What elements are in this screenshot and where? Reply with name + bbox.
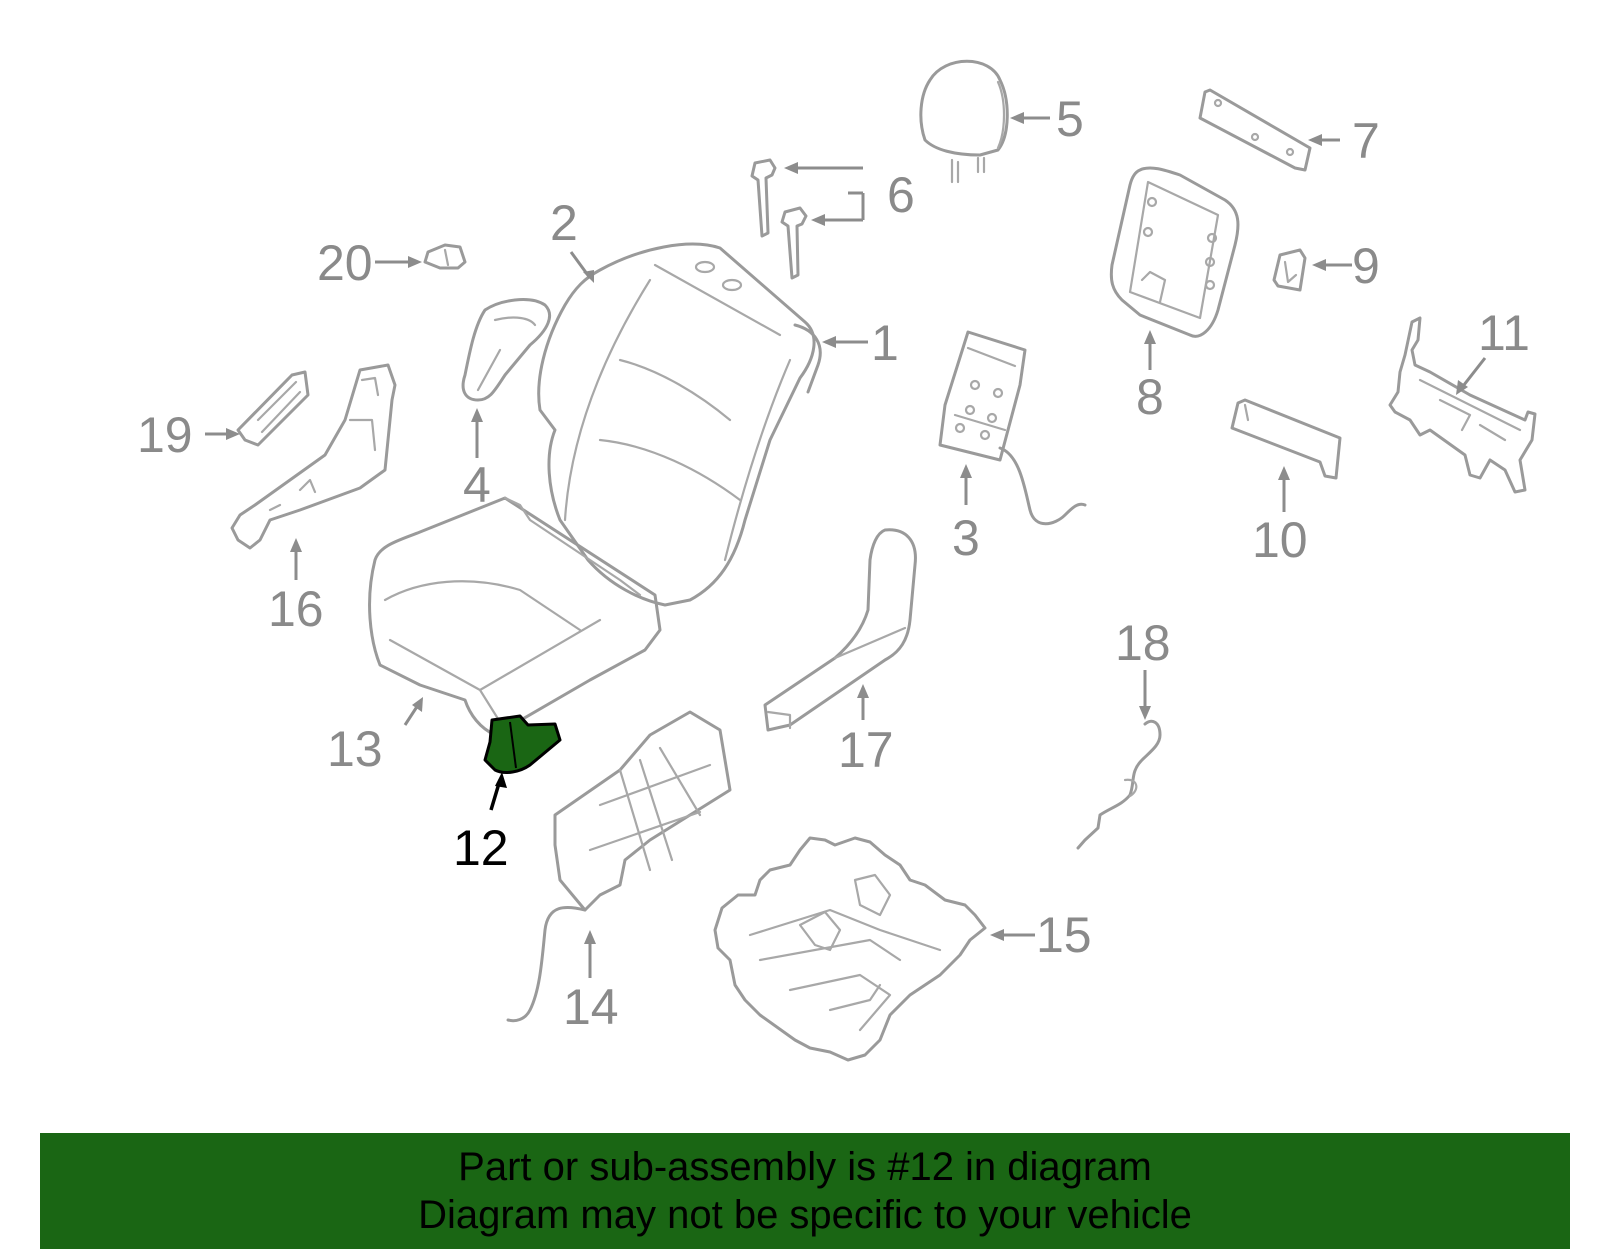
callout-3: 3 [952,510,980,566]
callout-10: 10 [1252,512,1308,568]
part-11-frame [1388,316,1537,494]
callout-6: 6 [887,167,915,223]
callout-9: 9 [1352,238,1380,294]
callout-7: 7 [1352,113,1380,169]
callout-1: 1 [871,315,899,371]
callout-5: 5 [1056,91,1084,147]
callout-16: 16 [268,581,324,637]
part-2-seat-back [537,242,816,607]
leader-lines [205,112,1487,978]
callout-20: 20 [317,235,373,291]
part-15-seat-frame [713,836,987,1062]
callout-4: 4 [463,457,491,513]
callout-14: 14 [563,979,619,1035]
callout-11: 11 [1478,305,1530,361]
part-14-heater-pad [506,710,732,1023]
part-13-seat-cushion [368,496,662,737]
part-4-side-trim [461,298,551,402]
callout-15: 15 [1036,907,1092,963]
callout-labels: 1 2 3 4 5 6 7 8 9 10 11 12 13 14 15 16 1… [137,91,1530,1035]
part-5-headrest [919,59,1009,184]
part-10-bracket [1230,398,1342,480]
part-9-clip [1272,248,1307,292]
part-20-clip [423,243,467,270]
part-18-harness [1076,719,1162,850]
caption-banner: Part or sub-assembly is #12 in diagram D… [40,1133,1570,1249]
part-1-backrest-trim [793,323,822,394]
callout-19: 19 [137,407,193,463]
caption-line-2: Diagram may not be specific to your vehi… [418,1193,1192,1237]
callout-13: 13 [327,721,383,777]
part-6-headrest-guides [750,158,808,280]
callout-18: 18 [1115,615,1171,671]
callout-12: 12 [453,820,509,876]
callout-2: 2 [550,195,578,251]
caption-line-1: Part or sub-assembly is #12 in diagram [458,1145,1152,1189]
part-3-lumbar-support [938,330,1087,526]
callout-8: 8 [1136,369,1164,425]
callout-17: 17 [838,722,894,778]
part-8-back-board [1109,166,1240,338]
part-16-side-trim [230,363,397,550]
part-19-bracket [236,370,310,447]
part-17-side-trim [763,528,917,732]
part-12-highlighted [483,714,562,774]
part-7-plate [1198,88,1312,172]
